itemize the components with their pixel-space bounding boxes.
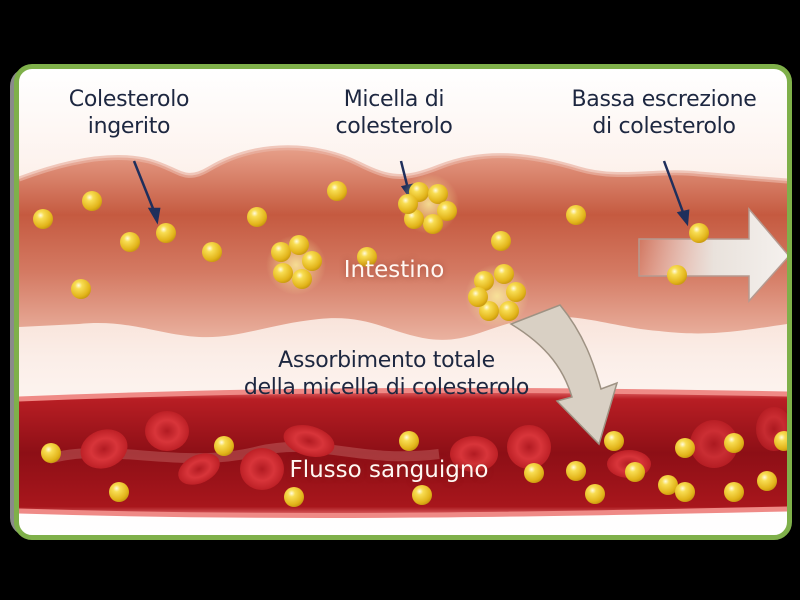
label-intestine: Intestino xyxy=(343,257,445,283)
label-cholesterol-micelle: Micella di colesterolo xyxy=(319,86,469,140)
absorption-arrow-icon xyxy=(509,304,619,446)
label-line: di colesterolo xyxy=(592,114,736,139)
label-line: Bassa escrezione xyxy=(571,87,757,112)
label-line: della micella di colesterolo xyxy=(243,375,530,400)
cholesterol-particle-icon xyxy=(41,431,787,507)
diagram-frame: Colesterolo ingerito Micella di colester… xyxy=(14,64,792,540)
label-line: Colesterolo xyxy=(68,87,190,112)
label-line: ingerito xyxy=(87,114,171,139)
flow-arrow-icon xyxy=(638,206,787,303)
micelle-cluster-icon xyxy=(398,174,459,234)
label-line: colesterolo xyxy=(335,114,453,139)
label-bloodstream: Flusso sanguigno xyxy=(289,457,489,483)
micelle-cluster-icon xyxy=(266,235,326,295)
diagram-scene xyxy=(19,145,787,518)
label-ingested-cholesterol: Colesterolo ingerito xyxy=(54,86,204,140)
label-low-excretion: Bassa escrezione di colesterolo xyxy=(559,86,769,140)
micelle-cluster-icon xyxy=(465,264,529,328)
intestine-tube xyxy=(19,147,787,340)
cholesterol-particle-icon xyxy=(33,181,709,299)
red-blood-cell-icon xyxy=(80,407,787,490)
label-total-absorption: Assorbimento totale della micella di col… xyxy=(214,347,559,401)
label-line: Assorbimento totale xyxy=(278,348,495,373)
label-line: Micella di xyxy=(343,87,445,112)
